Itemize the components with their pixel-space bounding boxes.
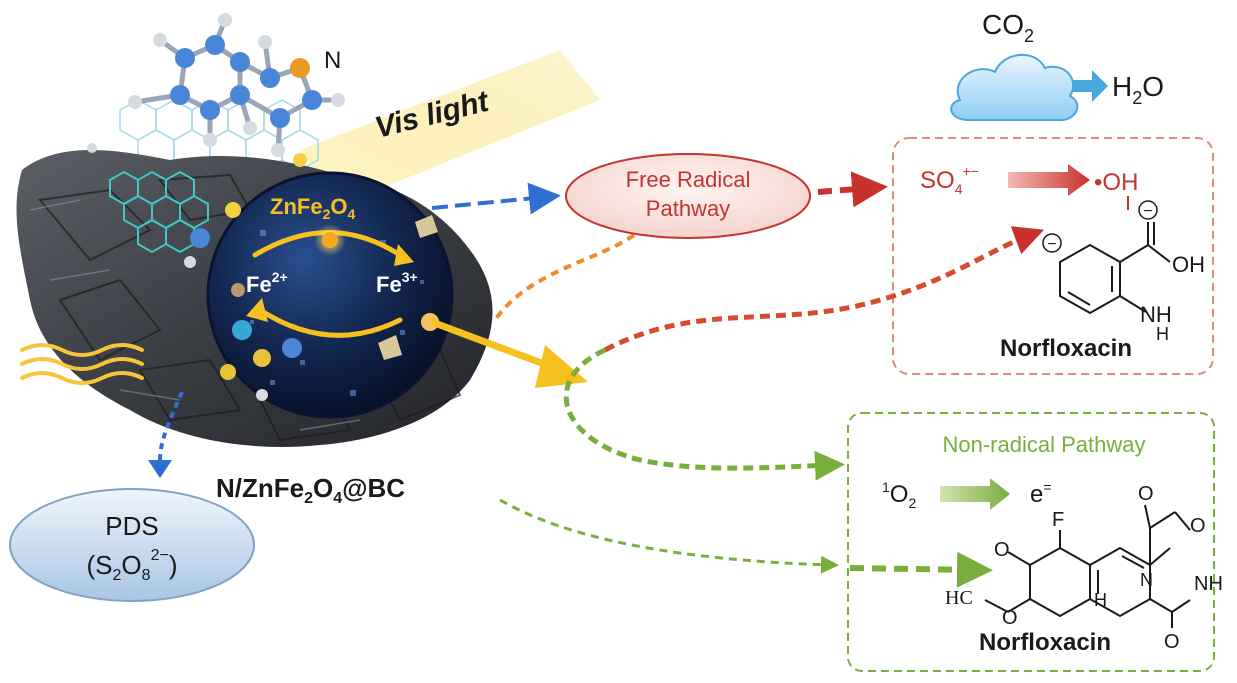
cloud-icon xyxy=(950,53,1079,122)
n-doped-molecule xyxy=(87,13,345,157)
vis-light-beam xyxy=(300,50,600,205)
atom-o-top: O xyxy=(1138,483,1154,505)
nitrogen-label: N xyxy=(324,47,341,74)
cloud-arrow xyxy=(1072,70,1108,102)
atom-o-left: O xyxy=(994,539,1010,561)
electron: e= xyxy=(1030,479,1052,508)
charge-circle-1 xyxy=(1138,200,1158,220)
rock-highlights xyxy=(29,199,361,431)
atom-oh: OH xyxy=(1172,252,1205,277)
norfloxacin-label-top: Norfloxacin xyxy=(1000,335,1132,362)
norfloxacin-structure-bottom xyxy=(984,504,1191,628)
charge-1: − xyxy=(1143,203,1152,220)
pds-title: PDS xyxy=(105,511,158,541)
atom-o-ring: O xyxy=(1002,607,1018,629)
atom-o-bottom: O xyxy=(1164,631,1180,653)
crystal-flake-2 xyxy=(378,335,402,360)
fe3-label: Fe3+ xyxy=(376,269,418,297)
h2o-label: H2O xyxy=(1112,71,1164,108)
curve-to-radical-molecule xyxy=(603,226,1045,353)
atom-o-right: O xyxy=(1190,515,1206,537)
arrow-to-pds xyxy=(158,391,184,461)
fe2-label: Fe2+ xyxy=(246,269,288,297)
atom-f: F xyxy=(1052,509,1064,531)
atom-hc: HC xyxy=(945,587,973,609)
norfloxacin-label-bottom: Norfloxacin xyxy=(979,629,1111,656)
redox-arrowhead-top xyxy=(394,244,414,266)
atom-h-top: H xyxy=(1156,324,1169,344)
curve-to-nonradical-top xyxy=(563,347,845,481)
arrow-to-radical-box xyxy=(817,171,888,208)
oh-radical: •OH xyxy=(1094,169,1138,196)
arrow-to-nonradical-molecule xyxy=(849,551,993,588)
core-ball xyxy=(322,232,338,248)
redox-arrowhead-bottom xyxy=(246,298,268,322)
curve-to-nonradical-bottom xyxy=(499,498,839,574)
graphene-lattice xyxy=(109,170,209,254)
atom-h-bottom: H xyxy=(1094,590,1107,610)
pds-formula: (S2O82−) xyxy=(87,547,178,584)
so4-radical: SO4+− xyxy=(920,163,979,197)
non-radical-title: Non-radical Pathway xyxy=(943,432,1146,457)
surface-atoms xyxy=(184,153,439,401)
atom-n: N xyxy=(1140,570,1153,590)
free-radical-line2: Pathway xyxy=(646,196,730,221)
so4-to-oh-arrow xyxy=(1008,164,1090,196)
atom-nh-bottom: NH xyxy=(1194,573,1223,595)
arrow-to-free-radical xyxy=(431,182,561,215)
yellow-arrow xyxy=(430,318,562,374)
heat-waves-icon xyxy=(20,343,144,385)
co2-label: CO2 xyxy=(982,9,1034,46)
free-radical-box xyxy=(892,137,1214,375)
non-radical-box xyxy=(847,412,1215,672)
atom-nh: NH xyxy=(1140,302,1172,327)
free-radical-oval xyxy=(565,153,811,239)
singlet-oxygen: 1O2 xyxy=(882,479,916,511)
norfloxacin-structure-top xyxy=(1059,222,1171,315)
material-name: N/ZnFe2O4@BC xyxy=(216,473,405,507)
crystal-flake xyxy=(415,215,438,238)
free-radical-line1: Free Radical xyxy=(626,167,751,192)
pds-arrowhead xyxy=(148,460,172,478)
yellow-arrowhead xyxy=(535,345,588,388)
pds-ellipse xyxy=(9,488,255,602)
orange-dashed-link xyxy=(493,233,636,322)
charge-2: − xyxy=(1047,236,1056,253)
o2-to-e-arrow xyxy=(940,478,1010,510)
shell-label: ZnFe2O4 xyxy=(270,194,355,222)
